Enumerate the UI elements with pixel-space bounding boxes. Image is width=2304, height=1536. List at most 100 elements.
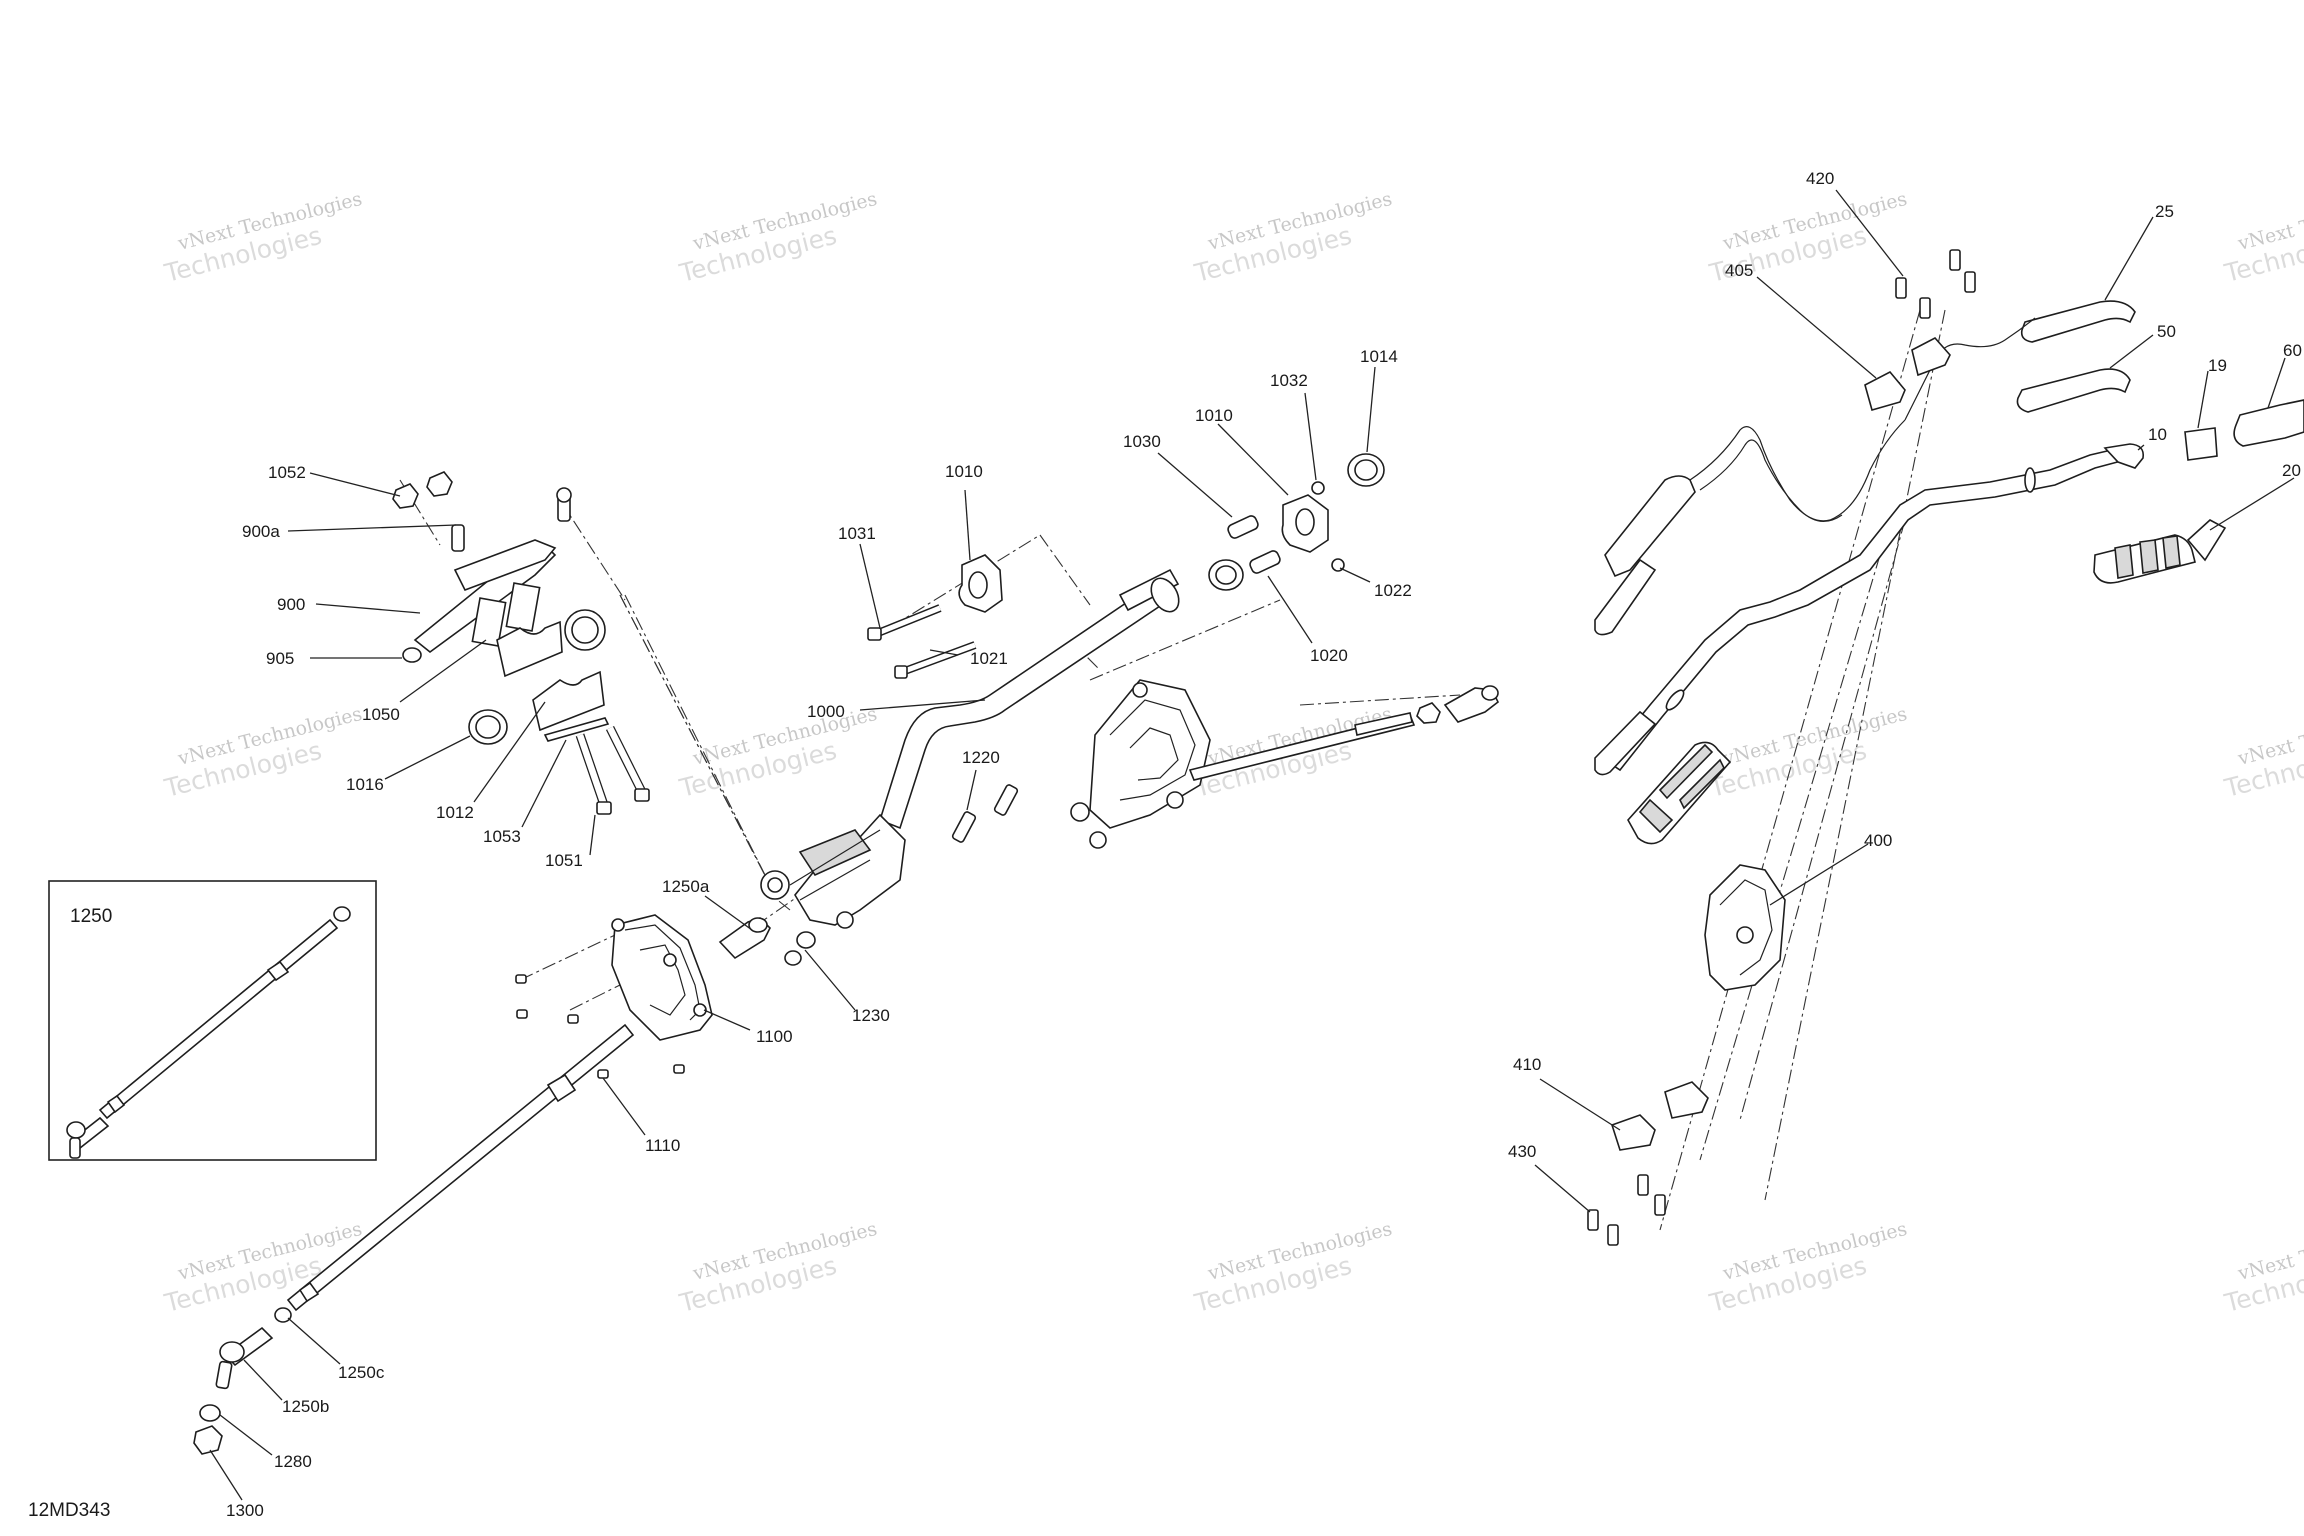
tie-rod-end-right-eye — [1481, 685, 1499, 701]
bolt-1031 — [877, 605, 941, 636]
callout-label: 1051 — [545, 851, 583, 870]
callout-label: 19 — [2208, 356, 2227, 375]
inset-tie-rod — [98, 918, 339, 1120]
housing-boss — [1132, 682, 1148, 698]
callout-label: 1022 — [1374, 581, 1412, 600]
callout-label: 1030 — [1123, 432, 1161, 451]
column-end — [1150, 577, 1180, 613]
callout-label: 1010 — [945, 462, 983, 481]
handlebar-collar — [1665, 689, 1685, 711]
middle-clamp-group — [867, 554, 1003, 679]
inset-frame — [48, 880, 377, 1161]
pin-1030 — [1227, 515, 1259, 539]
callout-labels: 1052 900a 900 905 1050 1016 1012 1053 10… — [226, 169, 2302, 1520]
arm-hole — [836, 911, 854, 929]
callout-label: 420 — [1806, 169, 1834, 188]
nut-1032 — [1311, 481, 1325, 495]
steering-housing-left — [515, 784, 1019, 1079]
left-grip-sleeve — [1594, 710, 1657, 776]
callout-label: 1020 — [1310, 646, 1348, 665]
tie-rod-collar — [298, 1281, 320, 1303]
callout-label: 1250b — [282, 1397, 329, 1416]
grip-right-pattern — [2114, 544, 2134, 579]
bolt-430 — [1654, 1194, 1666, 1216]
bolt-430 — [1637, 1174, 1649, 1196]
nut-1250c — [274, 1307, 292, 1323]
clamp-1010-right-bore — [1295, 508, 1315, 536]
heater-wire — [1699, 439, 1843, 522]
callout-label: 1014 — [1360, 347, 1398, 366]
riser-hole — [1736, 926, 1754, 944]
shaft-right — [1354, 712, 1413, 736]
callout-label: 1250a — [662, 877, 710, 896]
callout-label: 1110 — [645, 1136, 680, 1155]
bolt-1021-head — [894, 665, 908, 679]
heater-wire — [1904, 317, 2036, 421]
tie-rod-collar — [546, 1073, 577, 1103]
screw-1110 — [567, 1014, 579, 1024]
inset-rod-stud — [69, 1137, 81, 1159]
pitman-arm-shade — [798, 829, 872, 877]
callout-label: 50 — [2157, 322, 2176, 341]
clamp-block-1050 — [471, 597, 507, 647]
housing-boss — [1166, 791, 1184, 809]
handlebar-10-end — [2103, 443, 2145, 469]
stud-900a — [451, 524, 465, 552]
bolt-1031-head — [867, 627, 882, 641]
bolt-1220 — [951, 811, 977, 843]
tie-rod-shaft — [286, 1023, 635, 1312]
leader-lines — [209, 189, 2295, 1501]
callout-label: 1230 — [852, 1006, 890, 1025]
inset-label: 1250 — [70, 906, 112, 927]
stud-head — [556, 487, 572, 503]
washer-905 — [402, 647, 422, 663]
rod-end-stud — [215, 1360, 233, 1390]
bolt-430 — [1587, 1209, 1599, 1231]
callout-label: 1032 — [1270, 371, 1308, 390]
bolt-420 — [1964, 271, 1976, 293]
rod-end-1250b-eye — [219, 1341, 245, 1363]
clamp-half-upper — [496, 620, 563, 678]
housing-boss — [663, 953, 677, 967]
grip-left-sleeve — [1594, 558, 1657, 636]
inset-rod-end-eye — [333, 906, 351, 922]
bolt-1021 — [901, 642, 976, 675]
tie-rod-left — [193, 1023, 635, 1455]
screw-1110 — [673, 1064, 685, 1074]
callout-label: 25 — [2155, 202, 2174, 221]
bolt-420 — [1895, 277, 1907, 299]
clamp-bottom-410 — [1611, 1114, 1656, 1151]
callout-label: 1053 — [483, 827, 521, 846]
callout-label: 1010 — [1195, 406, 1233, 425]
screw-1110 — [516, 1009, 528, 1019]
washer-1280 — [199, 1404, 221, 1422]
callout-label: 1012 — [436, 803, 474, 822]
callout-label: 10 — [2148, 425, 2167, 444]
bolt-420 — [1949, 249, 1961, 271]
housing-boss — [1089, 831, 1107, 849]
housing-boss — [693, 1003, 707, 1017]
inset-collar — [106, 1094, 126, 1114]
column-tube — [879, 578, 1177, 830]
pin-1020 — [1249, 550, 1281, 574]
bolt-head — [596, 801, 612, 815]
callout-label: 1000 — [807, 702, 845, 721]
housing-1100 — [611, 914, 713, 1041]
callout-label: 1100 — [756, 1027, 793, 1046]
grip-right-pattern — [2139, 539, 2159, 574]
assembly-dash-lines — [399, 309, 1946, 1231]
screw-1110 — [597, 1069, 609, 1079]
callout-label: 1016 — [346, 775, 384, 794]
screw-1110 — [515, 974, 527, 984]
grip-left-pattern — [1658, 743, 1714, 800]
diagram-code: 12MD343 — [28, 1500, 110, 1521]
nut-right — [1416, 702, 1441, 724]
housing-right — [1089, 679, 1211, 829]
handlebar-assembly — [1587, 249, 2304, 1246]
bolt-430 — [1607, 1224, 1619, 1246]
bolt-head — [634, 788, 650, 802]
clamp-half-1012 — [532, 670, 605, 732]
bracket-900 — [453, 539, 557, 592]
bolt-420 — [1919, 297, 1931, 319]
callout-label: 905 — [266, 649, 294, 668]
